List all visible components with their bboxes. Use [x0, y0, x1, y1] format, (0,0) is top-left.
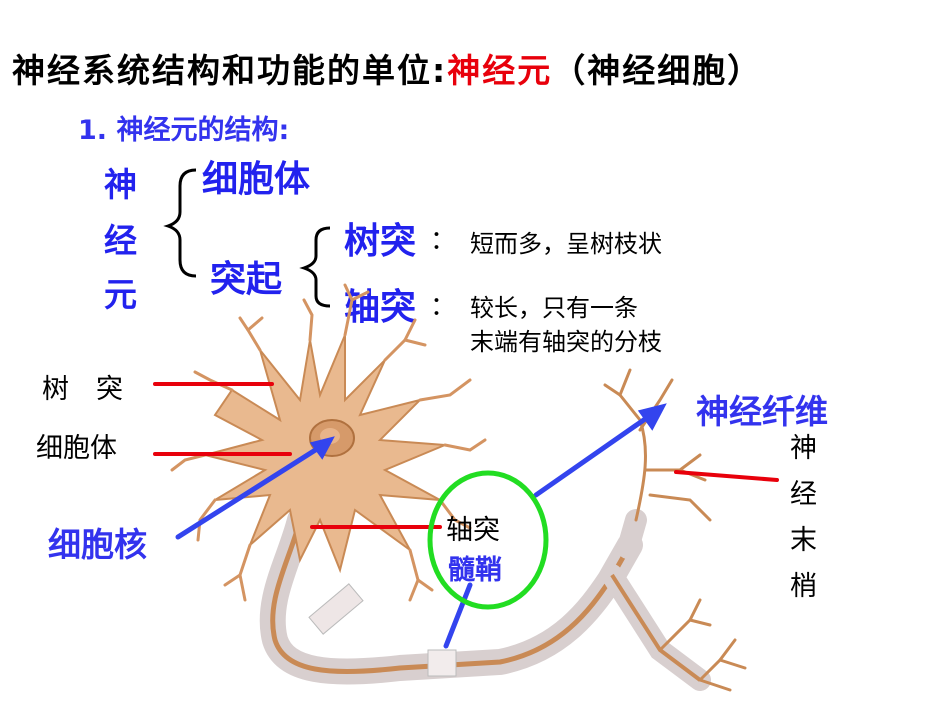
label-nerve-fiber: 神经纤维 — [696, 392, 828, 431]
blue-pointers — [175, 403, 667, 649]
label-nerve-ending-4: 梢 — [790, 571, 817, 602]
title-suffix: （神经细胞） — [552, 51, 763, 90]
pointer-nerve-fiber — [533, 407, 661, 498]
tree-root-char-3: 元 — [104, 275, 137, 314]
tree-cell-body: 细胞体 — [202, 159, 311, 200]
brace-small — [299, 226, 331, 308]
axon-highlight-circle — [427, 470, 549, 610]
section-heading: 1. 神经元的结构: — [78, 115, 290, 146]
pointer-myelin — [443, 582, 473, 649]
label-nucleus: 细胞核 — [48, 525, 147, 564]
page-title: 神经系统结构和功能的单位:神经元（神经细胞） — [12, 44, 762, 92]
tree-root-char-2: 经 — [104, 221, 137, 260]
dendrites — [170, 283, 487, 602]
label-nerve-ending-1: 神 — [790, 433, 817, 464]
axon-description-line-2: 末端有轴突的分枝 — [470, 328, 662, 356]
red-pointers — [153, 382, 779, 529]
label-cell-body: 细胞体 — [36, 433, 117, 464]
label-nerve-ending-2: 经 — [790, 479, 817, 510]
pointer-nucleus — [175, 439, 331, 540]
label-dendrite: 树 突 — [42, 374, 123, 405]
brace-large — [163, 168, 197, 278]
title-prefix: 神经系统结构和功能的单位: — [12, 51, 448, 90]
dendrite-description: 短而多，呈树枝状 — [470, 230, 662, 258]
axon-colon: ： — [430, 292, 457, 322]
label-axon: 轴突 — [446, 515, 500, 546]
tree-process: 突起 — [210, 259, 283, 300]
title-highlight: 神经元 — [447, 51, 553, 90]
tree-dendrite: 树突 — [344, 221, 417, 262]
axon-description-line-1: 较长，只有一条 — [470, 294, 638, 322]
label-myelin: 髓鞘 — [448, 555, 502, 586]
dendrite-colon: ： — [430, 226, 457, 256]
pointer-nerve-ending — [674, 470, 779, 482]
label-nerve-ending-3: 末 — [790, 525, 817, 556]
tree-root-char-1: 神 — [104, 165, 137, 204]
tree-axon: 轴突 — [344, 287, 417, 328]
